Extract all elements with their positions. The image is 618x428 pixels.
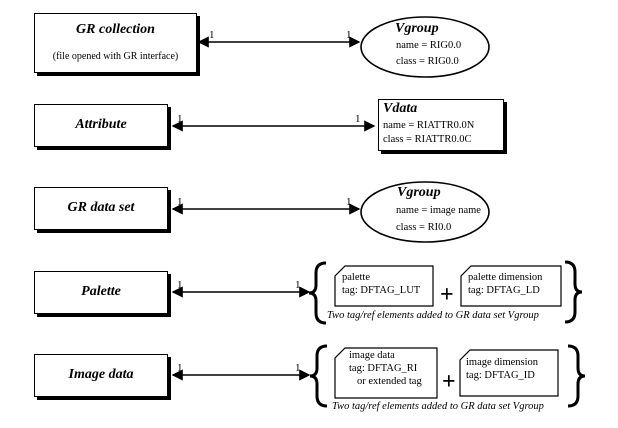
row2-right-multiplicity: 1	[355, 113, 361, 125]
row4-left-multiplicity: 1	[177, 279, 183, 291]
palette-dimension-line-1: palette dimension	[468, 272, 543, 283]
vdata-title: Vdata	[383, 101, 418, 116]
image-data-card	[334, 347, 438, 399]
plus-sign-palette: +	[440, 282, 454, 308]
row3-right-multiplicity: 1	[346, 196, 352, 208]
palette-box: Palette	[34, 271, 168, 314]
image-dimension-line-2: tag: DFTAG_ID	[466, 370, 535, 381]
gr-collection-subtitle: (file opened with GR interface)	[52, 51, 179, 62]
vdata-name: name = RIATTR0.0N	[383, 120, 475, 131]
row3-left-multiplicity: 1	[177, 196, 183, 208]
vgroup-oval-2	[360, 181, 490, 243]
plus-sign-image: +	[442, 369, 456, 395]
attribute-box: Attribute	[34, 104, 168, 147]
vgroup-1-name: name = RIG0.0	[396, 40, 462, 51]
image-data-card-line-2: tag: DFTAG_RI	[349, 363, 418, 374]
right-brace-palette	[564, 260, 583, 324]
right-brace-image	[567, 344, 586, 408]
row4-right-multiplicity: 1	[295, 279, 301, 291]
image-data-box: Image data	[34, 354, 168, 397]
palette-card	[334, 265, 434, 307]
palette-card-line-2: tag: DFTAG_LUT	[342, 285, 421, 296]
image-data-caption: Two tag/ref elements added to GR data se…	[332, 401, 544, 412]
vgroup-oval-1	[360, 16, 490, 78]
gr-collection-title: GR collection	[76, 22, 155, 37]
left-brace-palette	[308, 261, 327, 325]
palette-caption: Two tag/ref elements added to GR data se…	[327, 310, 539, 321]
attribute-title: Attribute	[75, 117, 127, 132]
vdata-box: Vdata name = RIATTR0.0N class = RIATTR0.…	[378, 99, 504, 151]
row1-left-multiplicity: 1	[209, 29, 215, 41]
vgroup-1-class: class = RIG0.0	[396, 56, 459, 67]
vdata-class: class = RIATTR0.0C	[383, 134, 472, 145]
image-data-title: Image data	[68, 367, 134, 382]
gr-data-set-box: GR data set	[34, 187, 168, 230]
row1-right-multiplicity: 1	[346, 29, 352, 41]
vgroup-1-title: Vgroup	[395, 21, 439, 36]
palette-dimension-line-2: tag: DFTAG_LD	[468, 285, 540, 296]
left-brace-image	[309, 344, 328, 408]
image-dimension-line-1: image dimension	[466, 357, 539, 368]
image-data-card-line-3: or extended tag	[357, 376, 422, 387]
gr-data-set-title: GR data set	[67, 200, 135, 215]
vgroup-2-class: class = RI0.0	[396, 222, 452, 233]
vgroup-2-name: name = image name	[396, 205, 481, 216]
palette-dimension-card	[460, 265, 562, 307]
palette-title: Palette	[81, 284, 121, 299]
image-data-card-line-1: image data	[349, 350, 395, 361]
row5-right-multiplicity: 1	[295, 362, 301, 374]
palette-card-line-1: palette	[342, 272, 370, 283]
vgroup-2-title: Vgroup	[397, 185, 441, 200]
row5-left-multiplicity: 1	[177, 362, 183, 374]
row2-left-multiplicity: 1	[177, 113, 183, 125]
gr-collection-box: GR collection (file opened with GR inter…	[34, 13, 197, 73]
image-dimension-card	[459, 349, 559, 397]
